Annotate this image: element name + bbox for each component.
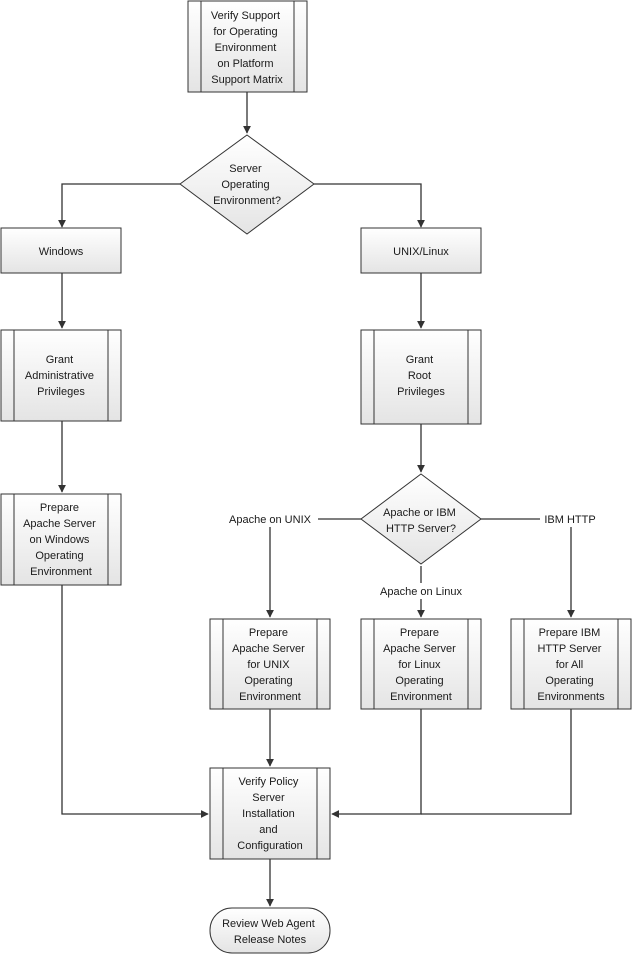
server-decision-line: HTTP Server? [386,523,456,535]
edge-ibm-to-verify-policy [421,709,572,815]
edge-label-ibm-http: IBM HTTP [544,514,595,526]
prepare-apache-windows-line: Operating [35,550,83,562]
verify-policy-line: Configuration [237,840,302,852]
edge-server-to-ibm [481,518,575,618]
grant-root-line: Root [408,370,431,382]
prepare-apache-unix-line: Prepare [249,627,288,639]
verify-policy-text: Verify Policy Server Installation and Co… [237,776,302,852]
grant-admin-line: Grant [46,354,74,366]
os-decision-line: Server [229,163,262,175]
verify-policy-line: Verify Policy [239,776,299,788]
edge-prepare-linux-to-verify-policy [331,709,422,818]
windows-step: Windows [0,227,122,274]
prepare-apache-linux-text: Prepare Apache Server for Linux Operatin… [383,627,459,703]
unix-linux-text: UNIX/Linux [393,246,449,258]
prepare-apache-unix-line: Environment [239,691,301,703]
os-decision-line: Operating [221,179,269,191]
prepare-ibm-line: for All [556,659,584,671]
grant-root-line: Privileges [397,386,445,398]
prepare-apache-windows-line: Apache Server [23,518,96,530]
verify-policy-line: Server [252,792,285,804]
grant-root-step: Grant Root Privileges [360,329,482,425]
prepare-apache-unix-text: Prepare Apache Server for UNIX Operating… [232,627,308,703]
connectors [58,92,575,907]
grant-root-text: Grant Root Privileges [397,354,445,398]
prepare-ibm-line: HTTP Server [537,643,601,655]
review-notes-line: Release Notes [234,934,307,946]
verify-support-line: Environment [215,42,277,54]
prepare-apache-linux-line: Prepare [400,627,439,639]
unix-linux-step: UNIX/Linux [360,227,482,274]
verify-policy-step: Verify Policy Server Installation and Co… [209,767,331,860]
edge-decision-to-windows [58,183,180,228]
os-decision-text: Server Operating Environment? [213,163,281,207]
prepare-apache-linux-line: Operating [395,675,443,687]
verify-policy-line: and [259,824,277,836]
verify-support-text: Verify Support for Operating Environment… [211,10,283,86]
server-decision-line: Apache or IBM [383,507,456,519]
prepare-apache-windows-line: Environment [30,566,92,578]
grant-admin-line: Administrative [25,370,94,382]
verify-support-line: on Platform [217,58,273,70]
os-decision-line: Environment? [213,195,281,207]
prepare-ibm-line: Prepare IBM [539,627,601,639]
prepare-apache-unix-line: Apache Server [232,643,305,655]
prepare-apache-linux-line: for Linux [398,659,441,671]
prepare-apache-unix-line: for UNIX [247,659,290,671]
windows-text: Windows [39,246,84,258]
verify-support-line: for Operating [213,26,277,38]
prepare-ibm-line: Environments [537,691,605,703]
edge-label-apache-unix: Apache on UNIX [229,514,312,526]
edge-labels: Apache on UNIX Apache on Linux IBM HTTP [222,511,600,599]
verify-support-line: Verify Support [211,10,280,22]
prepare-ibm-step: Prepare IBM HTTP Server for All Operatin… [510,618,632,710]
prepare-apache-windows-text: Prepare Apache Server on Windows Operati… [23,502,99,578]
edge-label-apache-linux: Apache on Linux [380,586,462,598]
edge-server-to-apache-unix [266,518,361,618]
os-decision: Server Operating Environment? [179,134,315,235]
verify-policy-line: Installation [242,808,295,820]
review-notes-line: Review Web Agent [222,918,315,930]
prepare-apache-linux-line: Environment [390,691,452,703]
prepare-apache-windows-step: Prepare Apache Server on Windows Operati… [0,493,122,586]
server-decision-text: Apache or IBM HTTP Server? [383,507,459,535]
prepare-ibm-text: Prepare IBM HTTP Server for All Operatin… [537,627,605,703]
prepare-apache-unix-line: Operating [244,675,292,687]
grant-admin-step: Grant Administrative Privileges [0,329,122,422]
server-decision: Apache or IBM HTTP Server? [360,473,482,565]
grant-admin-line: Privileges [37,386,85,398]
prepare-apache-linux-step: Prepare Apache Server for Linux Operatin… [360,618,482,710]
review-notes-terminator: Review Web Agent Release Notes [209,907,331,954]
edge-decision-to-unix [314,183,425,228]
prepare-ibm-line: Operating [545,675,593,687]
grant-admin-text: Grant Administrative Privileges [25,354,97,398]
grant-root-line: Grant [406,354,434,366]
prepare-apache-unix-step: Prepare Apache Server for UNIX Operating… [209,618,331,710]
prepare-apache-windows-line: Prepare [40,502,79,514]
edge-prepare-windows-to-verify-policy [61,585,209,818]
prepare-apache-windows-line: on Windows [30,534,90,546]
verify-support-line: Support Matrix [211,74,283,86]
verify-support-step: Verify Support for Operating Environment… [187,0,308,93]
review-notes-text: Review Web Agent Release Notes [222,918,318,946]
prepare-apache-linux-line: Apache Server [383,643,456,655]
